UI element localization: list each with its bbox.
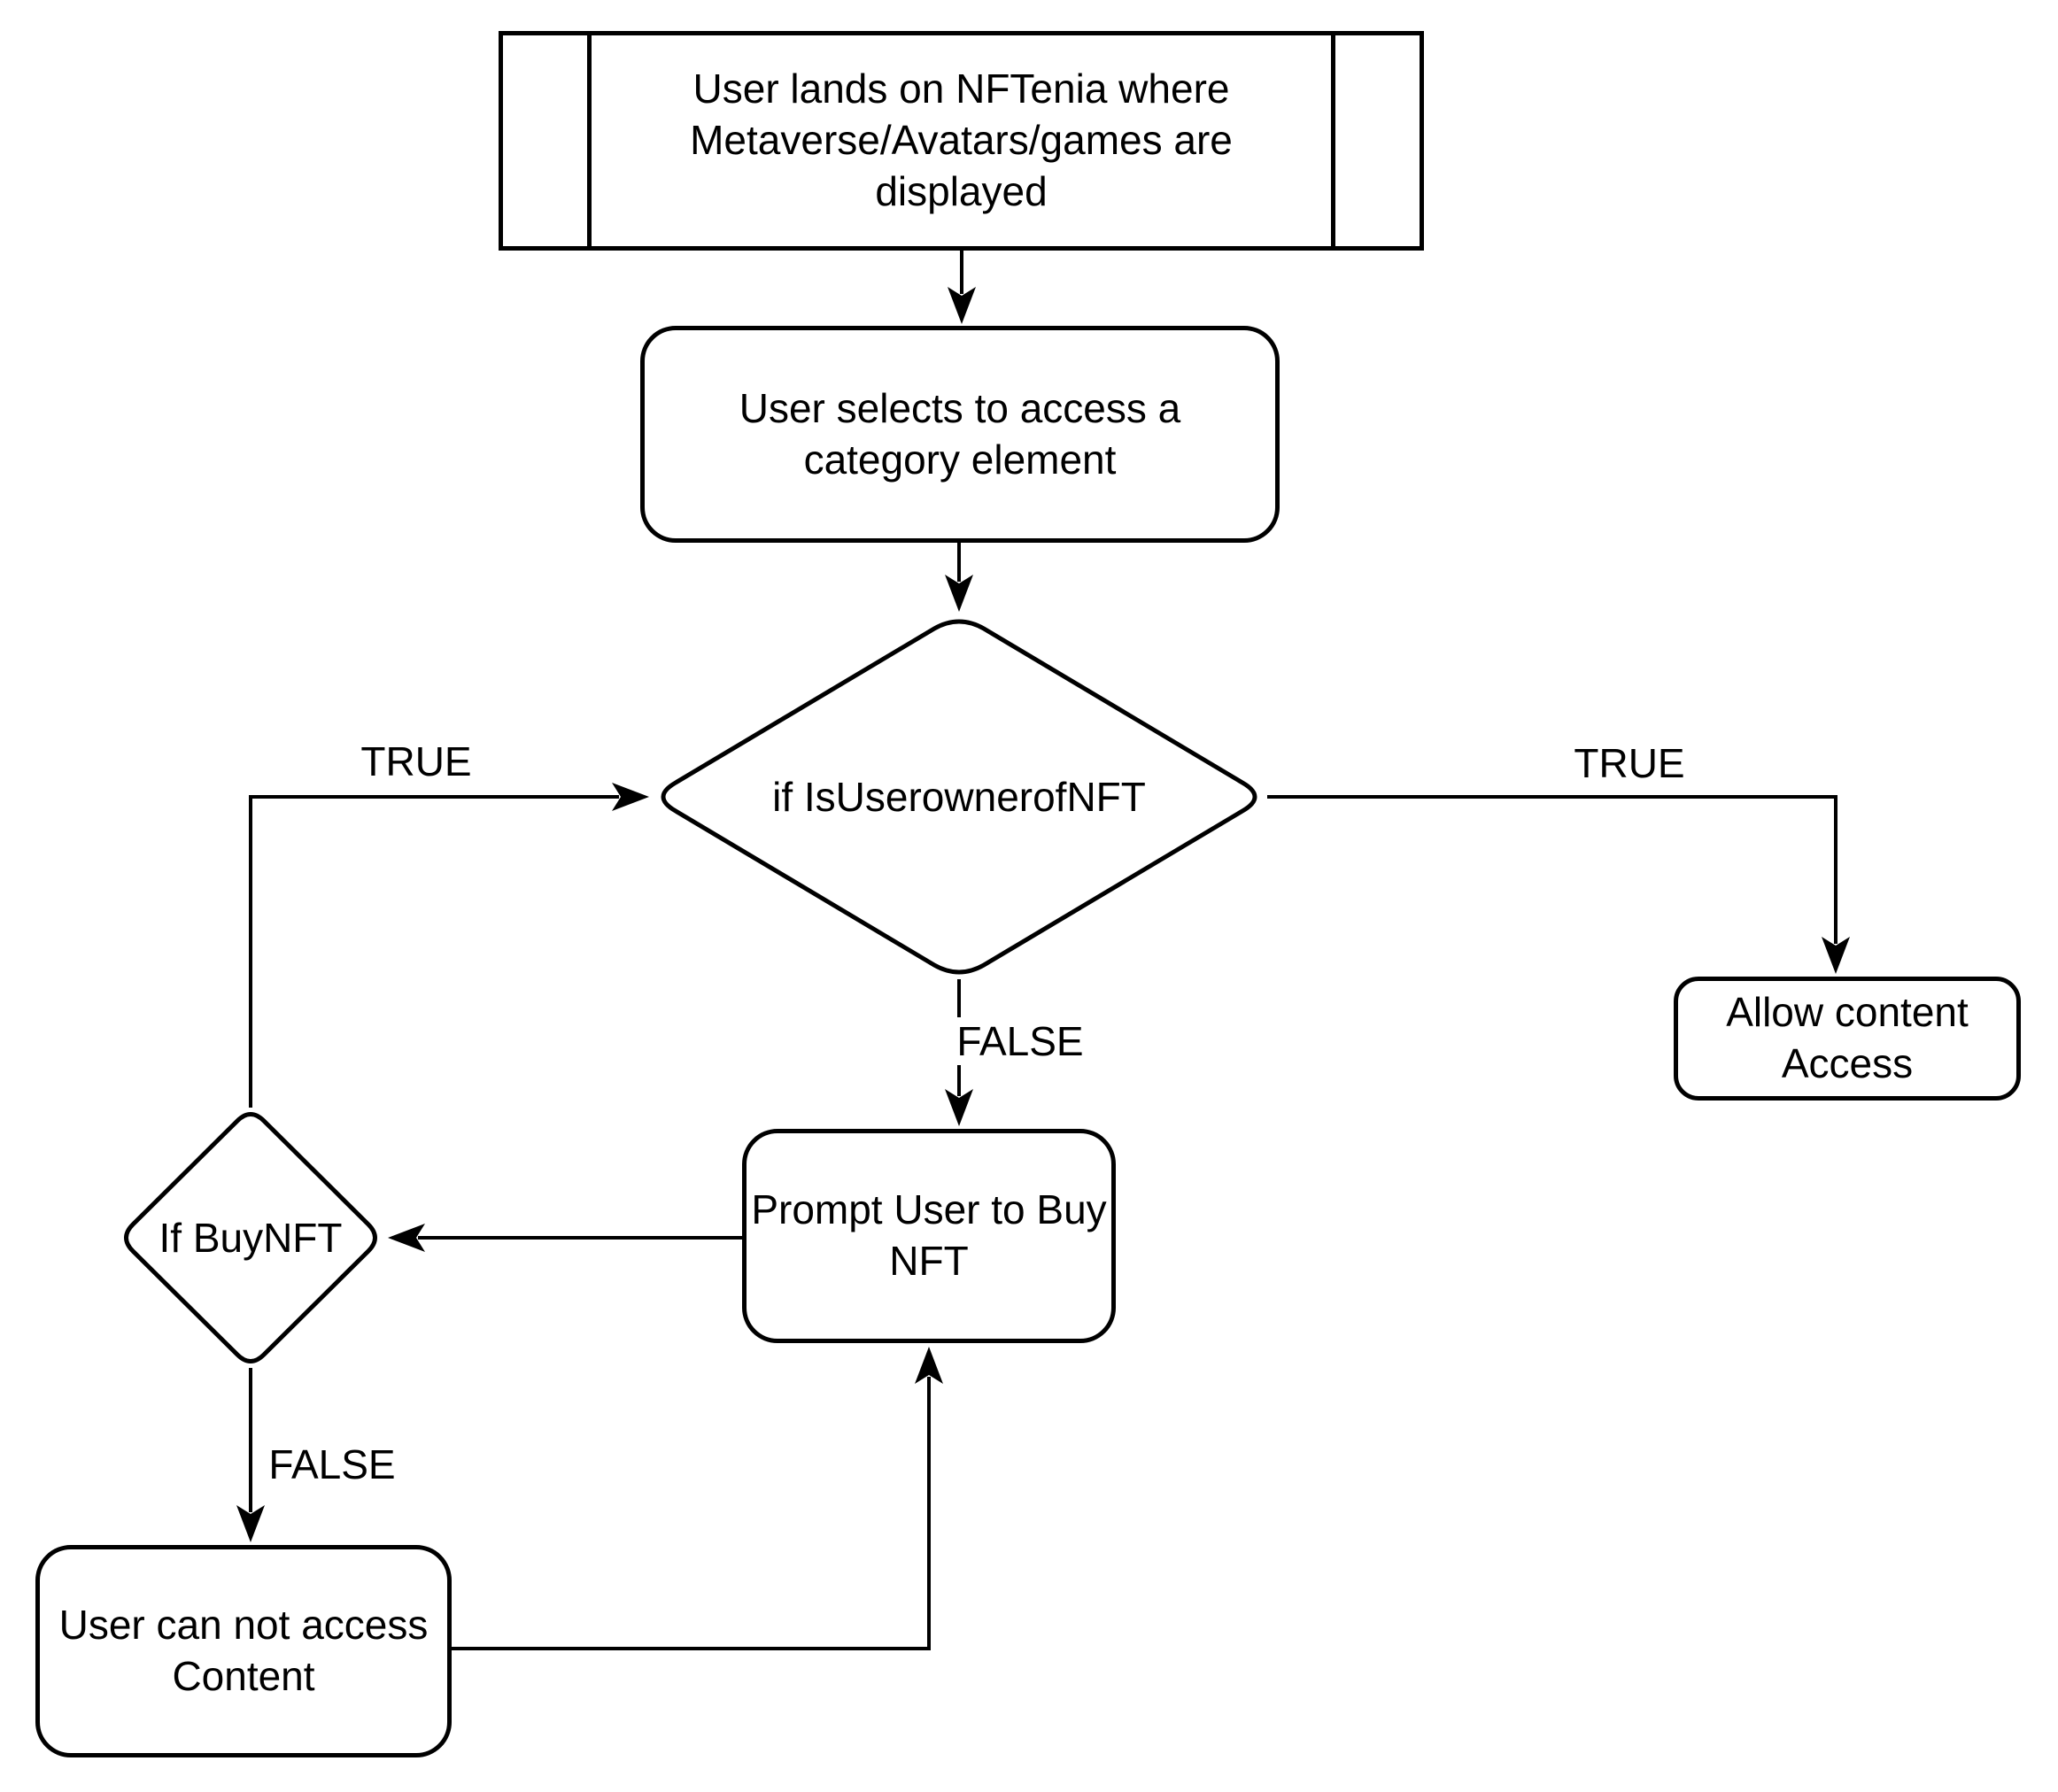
node-allow: Allow content Access: [1674, 977, 2021, 1101]
label-owner-true: TRUE: [1568, 739, 1690, 787]
edge-select-to-owner-check: [945, 543, 973, 612]
node-no-access: User can not access Content: [35, 1545, 452, 1757]
edge-buy-true-to-owner-check: [249, 783, 649, 1108]
edge-prompt-to-buy-check: [388, 1224, 742, 1252]
edge-no-access-to-prompt: [452, 1347, 943, 1650]
node-prompt-text: Prompt User to Buy NFT: [751, 1186, 1107, 1284]
buy-check-diamond: [124, 1112, 377, 1363]
label-buy-true: TRUE: [355, 738, 477, 785]
edge-owner-true-to-allow: [1267, 795, 1850, 974]
node-landing: User lands on NFTenia where Metaverse/Av…: [499, 31, 1424, 251]
node-landing-text: User lands on NFTenia where Metaverse/Av…: [690, 66, 1233, 214]
node-prompt: Prompt User to Buy NFT: [742, 1129, 1116, 1343]
node-owner-check-text: if IsUserownerofNFT: [772, 774, 1146, 820]
node-select-text: User selects to access a category elemen…: [739, 384, 1181, 483]
predefined-process-right-bar: [1331, 35, 1335, 246]
node-allow-text: Allow content Access: [1726, 989, 1969, 1086]
edge-buy-false-to-no-access: [236, 1368, 265, 1542]
node-select: User selects to access a category elemen…: [640, 326, 1280, 543]
node-no-access-text: User can not access Content: [58, 1602, 429, 1699]
node-buy-check-text: If BuyNFT: [159, 1215, 343, 1261]
predefined-process-left-bar: [587, 35, 592, 246]
label-owner-false: FALSE: [951, 1017, 1089, 1065]
owner-check-diamond: [661, 619, 1257, 975]
label-buy-false: FALSE: [263, 1441, 401, 1488]
edge-landing-to-select: [948, 251, 976, 324]
